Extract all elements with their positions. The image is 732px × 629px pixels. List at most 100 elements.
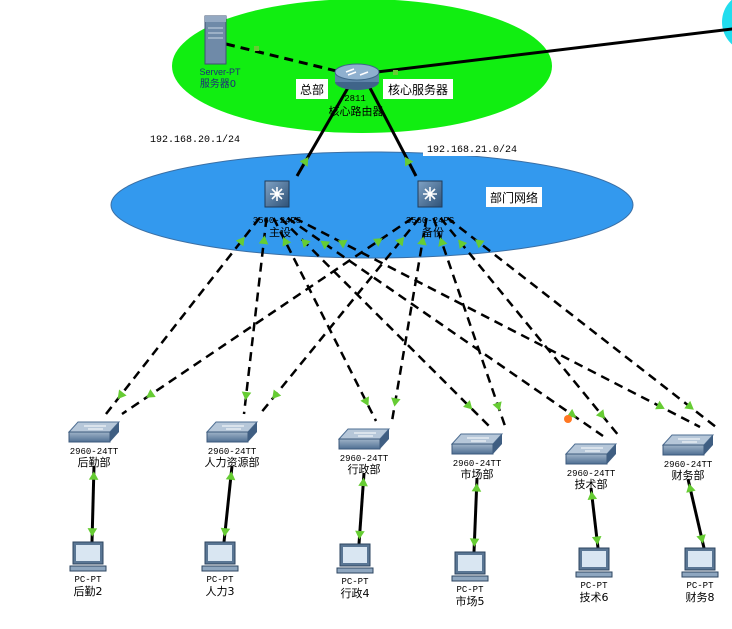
pc-name-label: 人力3 — [206, 585, 235, 598]
ip-left-box — [146, 130, 244, 146]
core-server-label: 核心服务器 — [388, 82, 448, 97]
ip-right-box — [423, 140, 523, 156]
router-model-label: 2811 — [344, 94, 366, 104]
link-up-marker — [235, 236, 245, 247]
server-node[interactable]: Server-PT 服务器0 — [199, 15, 241, 90]
distribution-model-label: 3560-24PS — [406, 216, 455, 226]
link-up-marker — [395, 236, 405, 247]
switch-name-label: 财务部 — [672, 468, 705, 482]
switch-icon — [67, 421, 121, 443]
pc-name-label: 后勤2 — [74, 585, 103, 598]
server-icon — [204, 15, 227, 65]
link-up-marker — [391, 397, 401, 407]
link-status-layer — [87, 46, 706, 547]
pc-icon — [575, 547, 613, 578]
hq-label-box — [296, 79, 328, 99]
link-up-marker — [88, 471, 99, 480]
link-up-marker — [696, 534, 706, 544]
link-warning-marker — [564, 415, 572, 423]
link-dist1-access4 — [279, 217, 490, 427]
link-up-marker — [301, 238, 311, 249]
switch-model-label: 2960-24TT — [664, 460, 713, 470]
switch-icon — [661, 434, 715, 456]
link-dist1-access5 — [286, 216, 604, 438]
link-up-marker — [469, 538, 480, 547]
pc-model-label: PC-PT — [341, 577, 369, 587]
core-server-label-box — [383, 79, 453, 99]
link-up-marker — [220, 527, 231, 537]
switch-icon — [564, 443, 618, 465]
link-up-marker — [225, 471, 236, 481]
pc-model-label: PC-PT — [206, 575, 234, 585]
pc-name-label: 技术6 — [580, 591, 609, 604]
link-up-marker — [146, 389, 156, 398]
link-up-marker — [358, 477, 368, 487]
link-up-marker — [241, 391, 252, 401]
link-dist2-access6 — [446, 217, 717, 428]
ip-left-label: 192.168.20.1/24 — [150, 134, 240, 146]
links-layer — [90, 27, 732, 553]
multilayer-switch-icon — [264, 180, 290, 208]
ip-right-label: 192.168.21.0/24 — [427, 144, 517, 156]
link-up-marker — [254, 46, 259, 51]
pc-name-label: 市场5 — [456, 594, 485, 608]
link-router-cloud — [376, 27, 732, 74]
switch-model-label: 2960-24TT — [340, 454, 389, 464]
link-up-marker — [117, 389, 127, 400]
router-name-label: 核心路由器 — [329, 104, 384, 118]
link-dist1-access1 — [105, 217, 261, 415]
link-up-marker — [299, 157, 309, 167]
department-zone — [110, 151, 634, 259]
switch-icon — [205, 421, 259, 443]
link-up-marker — [686, 483, 696, 493]
hq-label: 总部 — [300, 82, 324, 97]
link-up-marker — [404, 156, 414, 167]
link-up-marker — [587, 491, 598, 500]
link-up-marker — [360, 396, 369, 407]
link-up-marker — [684, 400, 694, 410]
distribution-model-label: 3560-24PS — [253, 216, 302, 226]
pc-name-label: 行政4 — [341, 586, 370, 600]
pc-model-label: PC-PT — [74, 575, 102, 585]
pc-model-label: PC-PT — [456, 585, 484, 595]
link-up-marker — [595, 409, 605, 419]
link-up-marker — [320, 240, 331, 250]
switch-model-label: 2960-24TT — [208, 447, 257, 457]
link-up-marker — [258, 235, 269, 245]
pc-icon — [201, 541, 239, 572]
switch-name-label: 人力资源部 — [205, 455, 260, 469]
server-model-label: Server-PT — [199, 67, 241, 77]
link-dist2-access4 — [432, 217, 507, 427]
router-icon — [334, 63, 380, 90]
link-up-marker — [282, 237, 292, 247]
pc-icon — [336, 543, 374, 574]
pc-icon — [681, 547, 719, 578]
link-dist2-access1 — [121, 216, 414, 416]
link-up-marker — [438, 237, 448, 247]
internet-cloud-icon[interactable] — [722, 0, 732, 52]
switch-model-label: 2960-24TT — [70, 447, 119, 457]
link-up-marker — [474, 239, 485, 249]
switch-icon — [450, 433, 504, 455]
link-dist1-access3 — [272, 217, 378, 422]
link-up-marker — [372, 238, 383, 247]
distribution-name-label: 备份 — [422, 225, 444, 239]
core-router-node[interactable]: 总部 核心服务器 2811 核心路由器 — [296, 63, 453, 118]
